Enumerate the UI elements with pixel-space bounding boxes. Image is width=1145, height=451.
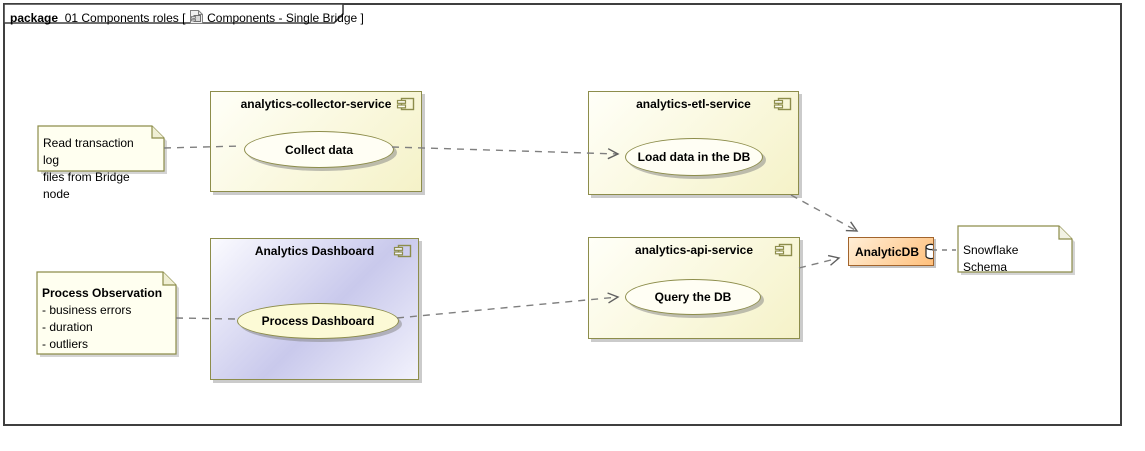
- usecase-label: Query the DB: [654, 290, 732, 304]
- note-fold-icon: [151, 126, 164, 139]
- uml-component-icon: [774, 243, 793, 257]
- analyticdb-label: AnalyticDB: [855, 244, 920, 259]
- note-line: Snowflake Schema: [963, 243, 1019, 274]
- usecase-query-db[interactable]: Query the DB: [625, 279, 761, 315]
- note-line: - business errors: [42, 303, 132, 317]
- database-cylinder-icon: [925, 243, 933, 259]
- component-title: analytics-etl-service: [636, 97, 751, 111]
- diagram-frame: [3, 3, 1122, 426]
- uml-component-icon: [773, 97, 792, 111]
- note-line: Read transaction log: [43, 136, 134, 167]
- component-analytics-collector-service[interactable]: analytics-collector-service Collect data: [210, 91, 422, 192]
- package-tab-shape: [3, 3, 344, 24]
- component-analytics-api-service[interactable]: analytics-api-service Query the DB: [588, 237, 800, 339]
- package-tab-text: package 01 Components roles [ Components…: [10, 6, 364, 25]
- note-line: - duration: [42, 320, 93, 334]
- component-analytics-dashboard[interactable]: Analytics Dashboard Process Dashboard: [210, 238, 419, 380]
- note-fold-icon: [162, 272, 176, 286]
- component-title: analytics-collector-service: [240, 97, 392, 111]
- usecase-load-data[interactable]: Load data in the DB: [625, 138, 763, 176]
- note-shape: [957, 225, 1075, 275]
- usecase-label: Collect data: [284, 142, 353, 157]
- package-tab: package 01 Components roles [ Components…: [3, 3, 364, 25]
- note-title: Process Observation: [42, 286, 163, 300]
- uml-component-icon: [396, 97, 415, 111]
- note-line: - outliers: [42, 337, 89, 351]
- uml-component-icon: [393, 244, 412, 258]
- usecase-label: Load data in the DB: [637, 150, 751, 164]
- package-diagram-ref: Components - Single Bridge ]: [207, 11, 364, 25]
- component-analytics-etl-service[interactable]: analytics-etl-service Load data in the D…: [588, 91, 799, 195]
- note-line: files from Bridge node: [43, 170, 130, 201]
- note-read-transaction-log[interactable]: Read transaction log files from Bridge n…: [37, 125, 167, 201]
- component-title: Analytics Dashboard: [254, 244, 375, 258]
- note-snowflake-schema[interactable]: Snowflake Schema: [957, 225, 1075, 275]
- usecase-process-dashboard[interactable]: Process Dashboard: [237, 303, 399, 339]
- component-diagram-icon: [189, 10, 203, 24]
- node-analyticdb[interactable]: AnalyticDB: [848, 237, 934, 266]
- component-title: analytics-api-service: [634, 243, 754, 257]
- usecase-collect-data[interactable]: Collect data: [244, 131, 394, 168]
- note-shape: [36, 271, 179, 357]
- package-keyword: package: [10, 11, 59, 25]
- usecase-label: Process Dashboard: [261, 314, 375, 328]
- note-shape: [37, 125, 167, 174]
- package-name: 01 Components roles [: [64, 11, 186, 25]
- note-process-observation[interactable]: Process Observation - business errors - …: [36, 271, 179, 357]
- note-fold-icon: [1058, 226, 1072, 240]
